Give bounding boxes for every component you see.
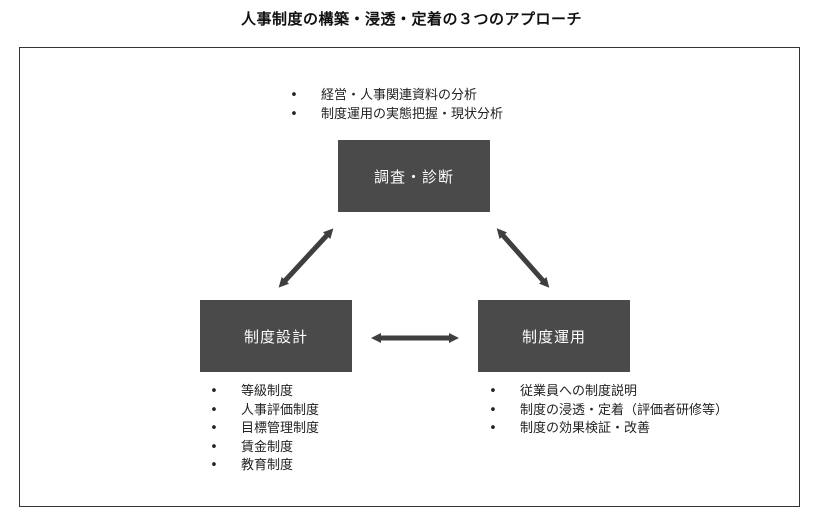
list-item-text: 経営・人事関連資料の分析 (321, 88, 478, 103)
list-item-text: 教育制度 (241, 458, 294, 473)
list-item: • 従業員への制度説明 (484, 383, 728, 402)
list-item: • 制度の効果検証・改善 (484, 420, 728, 439)
list-item: • 賃金制度 (205, 439, 319, 458)
bullet-dot: • (210, 402, 218, 418)
list-item-text: 人事評価制度 (241, 402, 320, 418)
list-item: • 人事評価制度 (205, 402, 319, 421)
list-item: • 目標管理制度 (205, 420, 319, 439)
list-item-text: 賃金制度 (241, 439, 294, 455)
list-item-text: 従業員への制度説明 (520, 384, 638, 399)
diagnosis-box: 調査・診断 (338, 140, 490, 212)
bullet-dot: • (489, 384, 497, 399)
list-item-text: 目標管理制度 (241, 421, 320, 436)
bullet-dot: • (290, 88, 298, 103)
design-box: 制度設計 (200, 300, 352, 372)
list-item-text: 等級制度 (241, 384, 294, 399)
operation-box: 制度運用 (478, 300, 630, 372)
list-item-text: 制度の効果検証・改善 (520, 421, 651, 436)
bullet-dot: • (489, 402, 497, 418)
bullet-dot: • (210, 458, 218, 473)
list-item: • 経営・人事関連資料の分析 (285, 87, 503, 106)
bullet-dot: • (210, 439, 218, 455)
list-item-text: 制度運用の実態把握・現状分析 (321, 106, 504, 122)
list-item: • 制度の浸透・定着（評価者研修等） (484, 402, 728, 421)
list-item: • 等級制度 (205, 383, 319, 402)
list-item: • 教育制度 (205, 457, 319, 476)
bullet-dot: • (210, 421, 218, 436)
list-item-text: 制度の浸透・定着（評価者研修等） (520, 402, 729, 418)
diagram-frame (19, 47, 800, 507)
diagram-title: 人事制度の構築・浸透・定着の３つのアプローチ (240, 10, 582, 28)
bullet-dot: • (489, 421, 497, 436)
bullet-dot: • (210, 384, 218, 399)
bullet-dot: • (290, 106, 298, 122)
design-list: • 等級制度 • 人事評価制度 • 目標管理制度 • 賃金制度 • 教育制度 (205, 383, 319, 476)
operation-list: • 従業員への制度説明 • 制度の浸透・定着（評価者研修等） • 制度の効果検証・改善 (484, 383, 728, 439)
list-item: • 制度運用の実態把握・現状分析 (285, 106, 503, 125)
diagnosis-list: • 経営・人事関連資料の分析 • 制度運用の実態把握・現状分析 (285, 87, 503, 124)
